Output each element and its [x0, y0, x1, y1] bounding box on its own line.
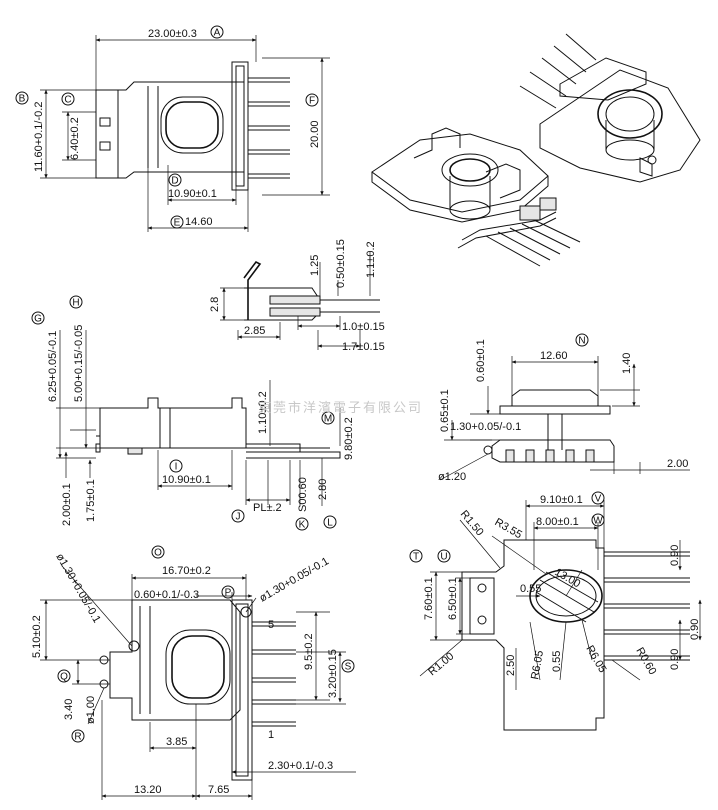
dim-h125: 1.25	[309, 255, 321, 276]
dim-w285: 2.85	[244, 325, 265, 337]
dim-w: 8.00±0.1	[536, 516, 579, 528]
dim-r: ø1.00	[85, 696, 97, 724]
dim-hole-right: ø1.30+0.05/-0.1	[258, 555, 332, 604]
dim-w055: 0.55	[520, 583, 541, 595]
marker-k: K	[299, 520, 306, 531]
marker-f: F	[309, 96, 315, 107]
marker-h: H	[72, 298, 79, 309]
dim-w055b: 0.55	[551, 651, 563, 672]
dim-q: 3.40	[63, 699, 75, 720]
dim-h95: 9.5±0.2	[303, 633, 315, 670]
dim-h050: 0.50±0.15	[335, 239, 347, 288]
dim-w130: 1.30+0.05/-0.1	[450, 421, 521, 433]
dim-r605a: R6.05	[529, 650, 546, 681]
marker-a: A	[214, 28, 221, 39]
dim-p: 0.60+0.1/-0.3	[134, 589, 199, 601]
dim-w1320: 13.20	[134, 784, 162, 796]
dim-width-total: 23.00±0.3	[148, 28, 197, 40]
dim-h280: 2.80	[317, 479, 329, 500]
dim-w200: 2.00	[667, 458, 688, 470]
marker-u: U	[440, 552, 447, 563]
isometric-view-top	[371, 127, 581, 267]
dim-pitch-a: 0.90	[669, 545, 681, 566]
dim-inner-d: 10.90±0.1	[168, 188, 217, 200]
marker-d: D	[171, 176, 178, 187]
dim-pitch-b: 0.90	[669, 649, 681, 670]
marker-i: I	[175, 462, 178, 473]
dim-height-f: 20.00	[309, 120, 321, 148]
watermark: 東莞市洋濱電子有限公司	[258, 400, 423, 416]
bottom-view-pins	[252, 621, 296, 727]
dim-v: 9.10±0.1	[540, 494, 583, 506]
dim-h: 5.00+0.15/-0.05	[73, 325, 85, 402]
marker-v: V	[595, 494, 602, 505]
dim-h140: 1.40	[621, 353, 633, 374]
pin-label-1: 1	[268, 729, 274, 741]
dim-w230: 2.30+0.1/-0.3	[268, 760, 333, 772]
dim-h250: 2.50	[505, 655, 517, 676]
dim-n: 12.60	[540, 350, 568, 362]
dim-height-c: 6.40±0.2	[69, 117, 81, 160]
dim-g: 6.25+0.05/-0.1	[47, 331, 59, 402]
dim-h11: 1.1±0.2	[365, 241, 377, 278]
marker-w: W	[593, 516, 603, 527]
marker-m: M	[324, 414, 332, 425]
dim-d120: ø1.20	[438, 471, 466, 483]
dim-i: 10.90±0.1	[162, 474, 211, 486]
dim-r355: R3.55	[493, 516, 524, 541]
core-view-pins	[604, 551, 690, 661]
dim-height-b: 11.60+0.1/-0.2	[33, 102, 45, 172]
dim-h060: 0.60±0.1	[475, 339, 487, 382]
marker-p: P	[225, 588, 232, 599]
isometric-view-bottom	[519, 33, 701, 183]
dim-r605b: R6.05	[583, 644, 608, 675]
dim-o: 16.70±0.2	[162, 565, 211, 577]
dim-w10: 1.0±0.15	[342, 321, 385, 333]
dim-h28: 2.8	[209, 297, 221, 312]
front-view: 12.60 N 1.40 0.60±0.1 0.65±0.1 1.30+0.05…	[438, 333, 690, 483]
dim-h065: 0.65±0.1	[439, 389, 451, 432]
dim-s: S00.60	[297, 477, 309, 512]
top-view: 23.00±0.3 A B 11.60+0.1/-0.2 C 6.40±0.2 …	[15, 25, 330, 232]
marker-n: N	[578, 336, 585, 347]
marker-g: G	[34, 314, 42, 325]
dim-pitch-c: 0.90	[689, 619, 701, 640]
dim-r100: R1.00	[426, 650, 456, 678]
marker-e: E	[174, 218, 181, 229]
dim-h110: 1.10±0.2	[257, 391, 269, 434]
dim-t: 7.60±0.1	[423, 577, 435, 620]
marker-t: T	[413, 552, 419, 563]
marker-l: L	[327, 518, 333, 529]
pin-label-5: 5	[268, 619, 274, 631]
marker-b: B	[19, 94, 26, 105]
marker-c: C	[64, 95, 71, 106]
dim-w17: 1.7±0.15	[342, 341, 385, 353]
pin-detail-view: 2.8 2.85 1.25 0.50±0.15 1.1±0.2 1.0±0.15…	[209, 239, 385, 353]
dim-u: 6.50±0.1	[447, 577, 459, 620]
marker-r: R	[74, 732, 81, 743]
dim-r060: R0.60	[633, 646, 658, 677]
bottom-view: 16.70±0.2 O 0.60+0.1/-0.3 P ø1.30+0.05/-…	[31, 545, 356, 800]
dim-hole-left: ø1.30+0.05/-0.1	[53, 552, 102, 626]
dim-m: 9.80±0.2	[343, 417, 355, 460]
marker-o: O	[154, 548, 162, 559]
marker-s: S	[345, 662, 352, 673]
dim-h200: 2.00±0.1	[61, 483, 73, 526]
dim-s-bottom: 3.20±0.15	[327, 649, 339, 698]
side-view: 6.25+0.05/-0.1 G 5.00+0.15/-0.05 H 1.10±…	[31, 295, 355, 531]
dim-width-e: 14.60	[185, 216, 213, 228]
marker-j: J	[236, 512, 241, 523]
top-view-pins	[248, 77, 290, 179]
dim-h510: 5.10±0.2	[31, 615, 43, 658]
dim-w385: 3.85	[166, 736, 187, 748]
dim-pl: PL±.2	[253, 502, 282, 514]
core-view: 9.10±0.1 V 8.00±0.1 W R1.50 R3.55 T 7.60…	[409, 491, 702, 731]
marker-q: Q	[60, 672, 68, 683]
dim-h175: 1.75±0.1	[85, 479, 97, 522]
dim-w765: 7.65	[208, 784, 229, 796]
